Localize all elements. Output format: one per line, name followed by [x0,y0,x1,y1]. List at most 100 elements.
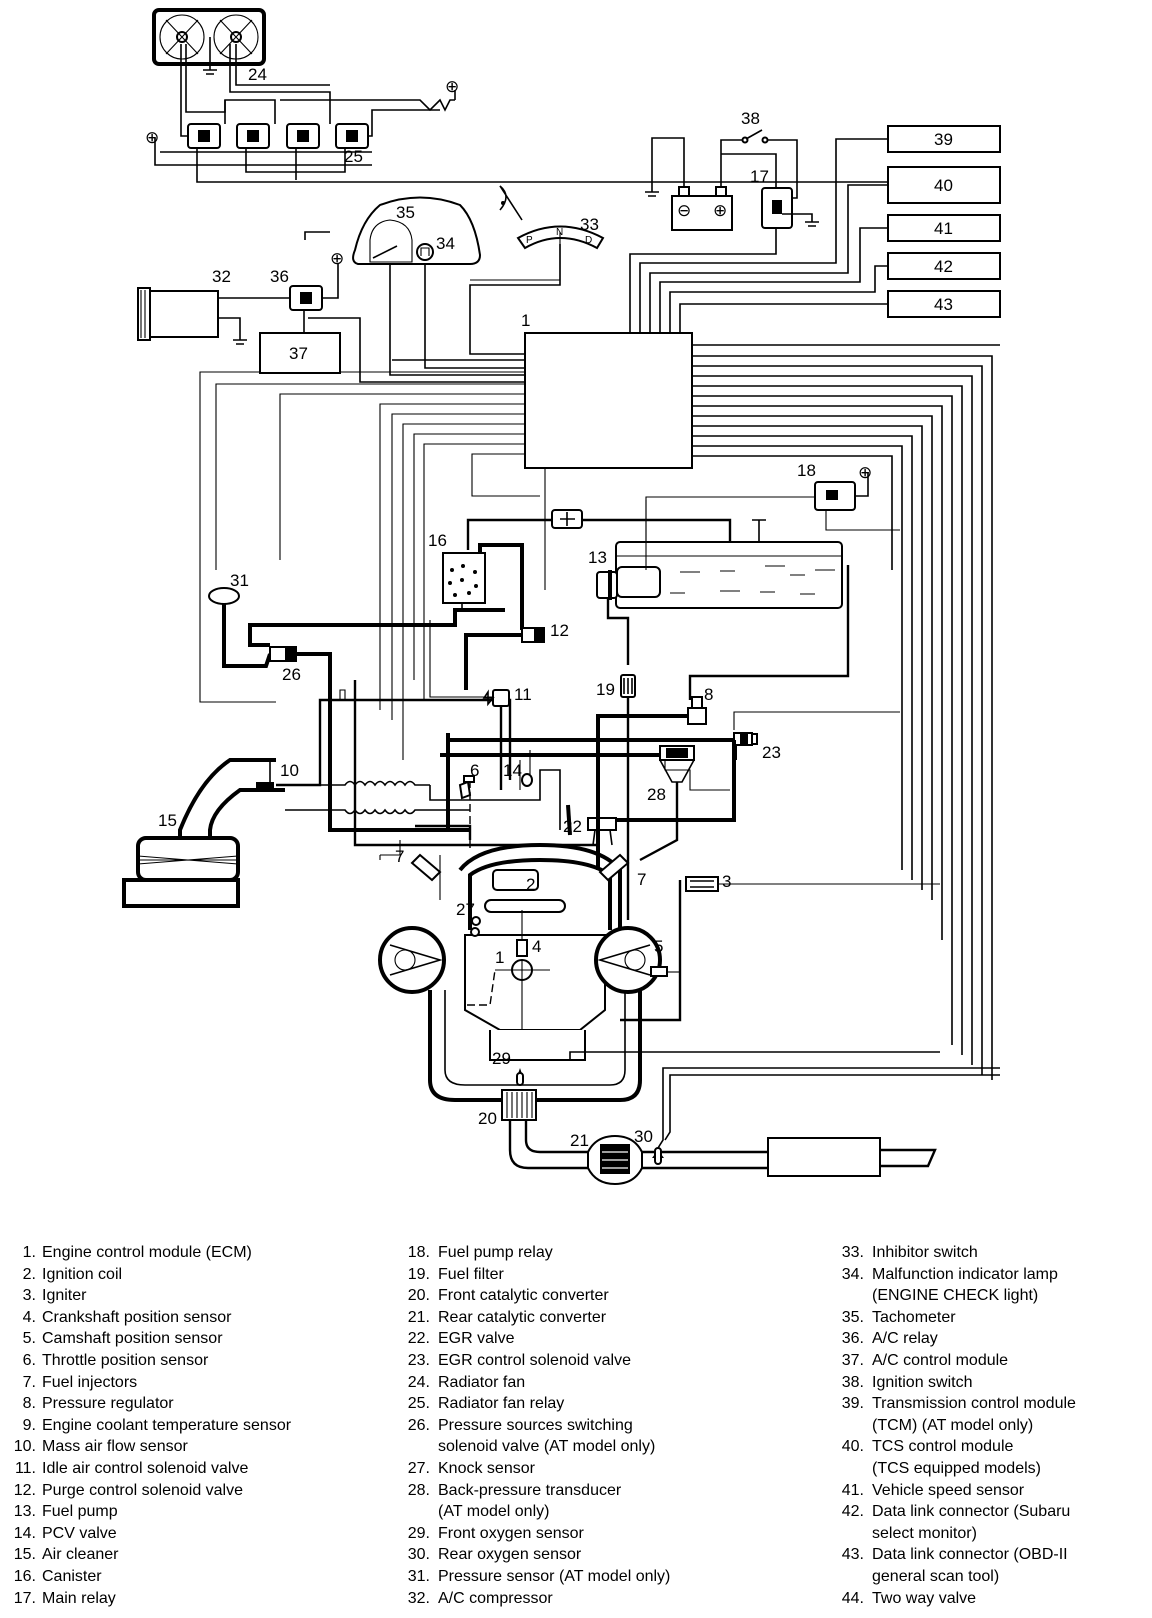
callout-5: 5 [654,937,663,956]
legend-item: 21.Rear catalytic converter [400,1307,800,1329]
legend-item-number: 27. [407,1459,430,1477]
callout-32: 32 [212,267,231,286]
callout-13: 13 [588,548,607,567]
legend-item-number: 20. [407,1287,430,1305]
legend-item-label: EGR valve [438,1330,515,1348]
legend-item-label: Ignition coil [42,1265,123,1283]
ac-compressor [137,287,290,345]
legend-item: 14.PCV valve [0,1523,360,1545]
legend-item-label: Fuel pump relay [438,1244,553,1261]
ignition-coil [492,869,539,891]
callout-23: 23 [762,743,781,762]
rear-oxygen-sensor [652,1067,1000,1165]
legend-item-label: Two way valve [872,1589,977,1607]
inhibitor-switch: P N D [470,185,605,281]
legend-item: 39.Transmission control module (TCM) (AT… [834,1393,1152,1436]
legend-item: 40.TCS control module (TCS equipped mode… [834,1436,1152,1479]
legend-item-number: 25. [407,1395,430,1413]
legend-item: 7.Fuel injectors [0,1372,360,1394]
legend-item: 38.Ignition switch [834,1372,1152,1394]
legend-item: 23.EGR control solenoid valve [400,1350,800,1372]
legend-item: 42.Data link connector (Subaru select mo… [834,1501,1152,1544]
igniter [685,876,940,892]
legend-item: 4.Crankshaft position sensor [0,1307,360,1329]
legend-item: 35.Tachometer [834,1307,1152,1329]
legend-item-number: 5. [22,1330,36,1348]
legend-item: 24.Radiator fan [400,1372,800,1394]
callout-15: 15 [158,811,177,830]
legend-item: 10.Mass air flow sensor [0,1436,360,1458]
callout-10: 10 [280,761,299,780]
legend-item-number: 44. [841,1589,864,1607]
purge-control-solenoid [521,627,545,643]
callout-1-engine: 1 [495,948,504,967]
battery-positive-icon: ⊕ [713,201,727,220]
legend-item: 16.Canister [0,1566,360,1588]
legend-item-number: 30. [407,1546,430,1564]
callout-16: 16 [428,531,447,550]
filter-icon [137,855,239,865]
legend-item: 1.Engine control module (ECM) [0,1242,360,1264]
legend-item-number: 13. [13,1503,36,1521]
two-way-valve [551,509,583,529]
power-supply-icon: ⊕ [145,128,159,147]
ecm-box [524,332,693,469]
legend-item-label: Air cleaner [42,1546,119,1564]
fuel-filter [620,674,636,698]
shift-p: P [526,235,533,246]
callout-4: 4 [532,937,541,956]
legend-item: 44. Two way valve [834,1588,1152,1610]
legend-item-label: Canister [42,1567,102,1585]
legend-item: 30. Rear oxygen sensor [400,1544,800,1566]
crankshaft-position-sensor [495,910,550,1030]
engine-control-diagram: 24 ⊕ ⊕ 25 ⊖ ⊕ [122,8,1001,1186]
shift-d: D [585,235,592,246]
legend-item-label: A/C compressor [438,1589,553,1607]
legend-item-label: Throttle position sensor [42,1351,209,1369]
engine-block [378,842,662,1102]
legend-item-number: 33. [841,1244,864,1261]
mass-air-flow-sensor [256,762,274,788]
legend-item: 32.A/C compressor [400,1588,800,1610]
ac-relay: ⊕ [289,249,344,333]
legend-item-label: Radiator fan [438,1373,526,1391]
legend-item-label: Rear oxygen sensor [438,1546,582,1564]
legend-item-label: PCV valve [42,1524,117,1542]
callout-29: 29 [492,1049,511,1068]
legend-item-number: 6. [22,1351,36,1369]
legend-item-number: 9. [22,1416,36,1434]
legend-item-label: Vehicle speed sensor [872,1481,1025,1499]
radiator-fan-relays: ⊕ ⊕ [145,44,1000,183]
legend-item-label: Data link connector (OBD-II general scan… [872,1546,1068,1585]
callout-26: 26 [282,665,301,684]
legend-item-label: EGR control solenoid valve [438,1351,631,1369]
callout-14: 14 [503,761,522,780]
legend-item: 13.Fuel pump [0,1501,360,1523]
callout-38: 38 [741,109,760,128]
legend-item-label: Pressure regulator [42,1395,174,1413]
module-boxes: 39 40 41 42 43 [639,125,1001,340]
legend-item-number: 26. [407,1416,430,1434]
camshaft-position-sensor [620,880,682,1022]
ground-icon [218,317,247,345]
legend-item-number: 18. [407,1244,430,1261]
legend-item-label: Engine coolant temperature sensor [42,1416,292,1434]
callout-19: 19 [596,680,615,699]
legend-item-number: 15. [13,1546,36,1564]
callout-17: 17 [750,167,769,186]
legend-item-number: 2. [22,1265,36,1283]
legend-item: 41.Vehicle speed sensor [834,1480,1152,1502]
legend-item-number: 36. [841,1330,864,1348]
egr-control-solenoid [600,711,900,822]
box-41-label: 41 [934,219,953,238]
legend-item: 8.Pressure regulator [0,1393,360,1415]
legend-item: 33.Inhibitor switch [834,1242,1152,1264]
ecm-left-harness [199,359,546,760]
legend-item: 2. Ignition coil [0,1264,360,1286]
legend-item-label: Transmission control module (TCM) (AT mo… [872,1395,1076,1434]
callout-3: 3 [722,872,731,891]
legend-item: 34.Malfunction indicator lamp (ENGINE CH… [834,1264,1152,1307]
callout-24: 24 [248,65,267,84]
legend-item: 17.Main relay [0,1588,360,1610]
